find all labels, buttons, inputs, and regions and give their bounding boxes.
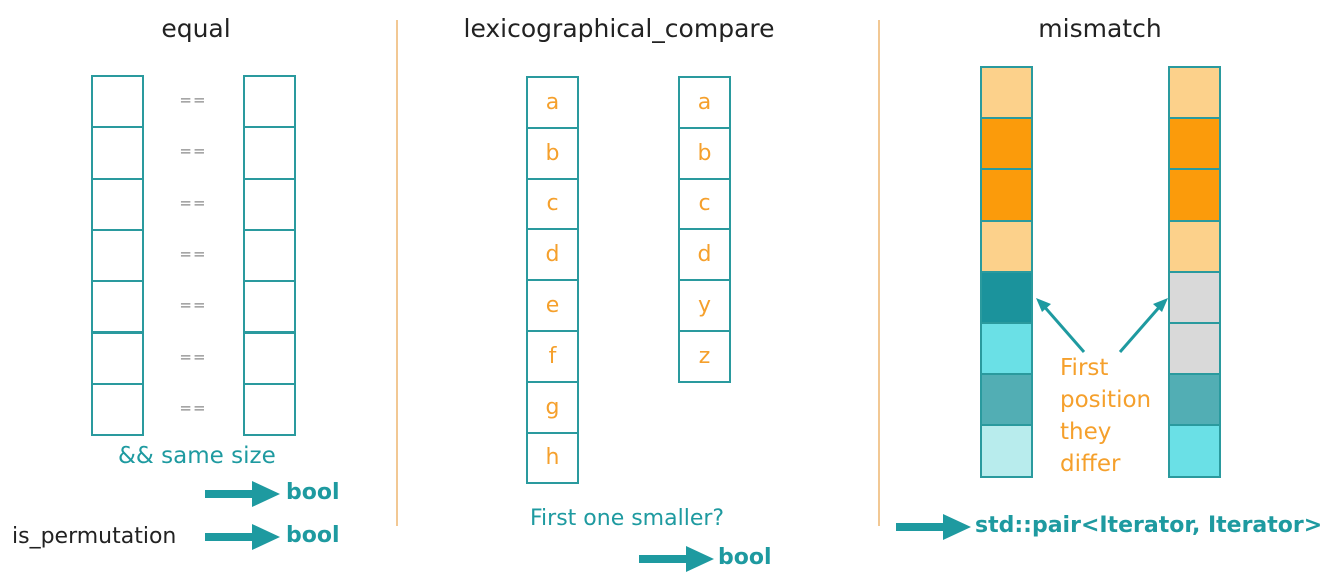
equal-left-cell: [91, 177, 144, 231]
mismatch-left-cell: [980, 66, 1033, 120]
mismatch-left-cell: [980, 424, 1033, 478]
mismatch-note-line-4: differ: [1060, 451, 1121, 477]
equal-left-cell: [91, 228, 144, 283]
mismatch-note-line-1: First: [1060, 355, 1109, 381]
equal-left-cell: [91, 331, 144, 385]
equal-title: equal: [161, 14, 231, 43]
equal-bool-label: bool: [286, 480, 340, 505]
is-permutation-arrow: [205, 524, 280, 550]
mismatch-result-label: std::pair<Iterator, Iterator>: [975, 513, 1323, 538]
section-divider-right: [878, 20, 880, 526]
mismatch-right-cell: [1168, 322, 1221, 376]
equal-right-cell: [243, 228, 296, 283]
mismatch-left-cell: [980, 322, 1033, 376]
mismatch-left-cell: [980, 219, 1033, 273]
mismatch-note-line-3: they: [1060, 419, 1112, 445]
mismatch-title: mismatch: [1038, 14, 1162, 43]
mismatch-right-cell: [1168, 117, 1221, 171]
lex-left-cell: c: [526, 177, 579, 231]
equality-operator: ==: [179, 347, 207, 366]
equality-operator: ==: [179, 244, 207, 263]
mismatch-left-cell: [980, 117, 1033, 171]
lexicographical-compare-title: lexicographical_compare: [463, 14, 775, 43]
left-pointer-line: [1040, 303, 1086, 353]
first-one-smaller-label: First one smaller?: [530, 506, 725, 531]
equal-arrow: [205, 481, 280, 507]
equal-right-cell: [243, 280, 296, 334]
equal-left-cell: [91, 382, 144, 437]
mismatch-note: First position they differ: [1060, 352, 1151, 480]
lex-left-cell: b: [526, 126, 579, 180]
lex-bool-label: bool: [718, 545, 772, 570]
equal-right-cell: [243, 75, 296, 129]
mismatch-arrow: [896, 514, 971, 540]
lex-left-cell: a: [526, 76, 579, 129]
equality-operator: ==: [179, 142, 207, 161]
equal-left-cell: [91, 280, 144, 334]
is-permutation-bool-label: bool: [286, 523, 340, 548]
equality-operator: ==: [179, 296, 207, 315]
lex-left-cell: g: [526, 380, 579, 434]
lex-right-cell: d: [678, 228, 731, 282]
equal-right-cell: [243, 382, 296, 437]
equal-right-cell: [243, 177, 296, 231]
mismatch-note-line-2: position: [1060, 387, 1152, 413]
equality-operator: ==: [179, 398, 207, 417]
mismatch-pointer-arrows: [1036, 298, 1168, 353]
left-pointer-head: [1036, 298, 1051, 312]
is-permutation-label: is_permutation: [12, 524, 177, 549]
right-pointer-line: [1118, 303, 1164, 353]
lex-left-cell: h: [526, 431, 579, 485]
lex-right-cell: a: [678, 76, 731, 129]
mismatch-right-cell: [1168, 373, 1221, 427]
equal-right-cell: [243, 331, 296, 385]
equal-left-cell: [91, 75, 144, 129]
same-size-label: && same size: [118, 443, 276, 469]
lex-left-cell: f: [526, 330, 579, 383]
lex-right-cell: c: [678, 177, 731, 231]
lex-right-cell: z: [678, 330, 731, 383]
mismatch-left-cell: [980, 373, 1033, 427]
lex-right-cell: b: [678, 126, 731, 180]
equal-left-cell: [91, 126, 144, 180]
mismatch-right-cell: [1168, 66, 1221, 120]
right-pointer-head: [1153, 298, 1168, 312]
mismatch-right-cell: [1168, 219, 1221, 273]
lex-right-cell: y: [678, 279, 731, 332]
lex-arrow: [639, 546, 714, 572]
mismatch-right-cell: [1168, 424, 1221, 478]
mismatch-right-cell: [1168, 168, 1221, 222]
lex-left-cell: d: [526, 228, 579, 282]
equal-right-cell: [243, 126, 296, 180]
equality-operator: ==: [179, 193, 207, 212]
equality-operator: ==: [179, 91, 207, 109]
lex-left-cell: e: [526, 279, 579, 332]
mismatch-left-cell: [980, 168, 1033, 222]
mismatch-left-cell: [980, 270, 1033, 324]
section-divider-left: [396, 20, 398, 526]
